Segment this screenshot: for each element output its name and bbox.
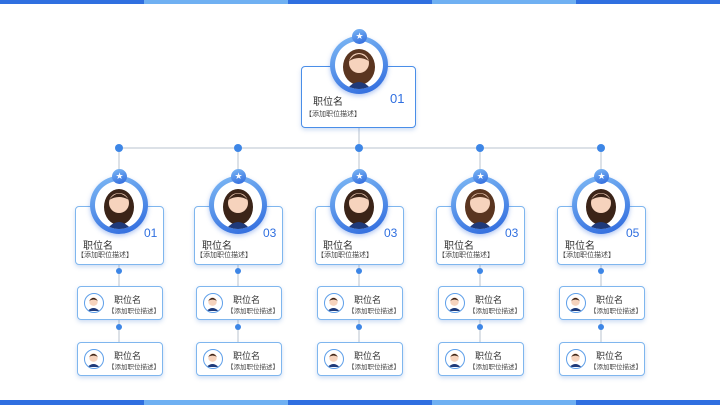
connector-dot	[116, 268, 122, 274]
staff-avatar-icon	[566, 349, 586, 369]
staff-desc: 【添加职位描述】	[348, 364, 400, 371]
manager-title: 职位名	[202, 241, 232, 252]
staff-card[interactable]: 职位名【添加职位描述】	[317, 286, 403, 320]
star-icon: ★	[594, 169, 609, 184]
connector-dot	[116, 324, 122, 330]
staff-card[interactable]: 职位名【添加职位描述】	[317, 342, 403, 376]
staff-desc: 【添加职位描述】	[590, 308, 642, 315]
staff-card[interactable]: 职位名【添加职位描述】	[438, 342, 524, 376]
staff-title: 职位名	[114, 295, 142, 305]
avatar-icon	[104, 189, 134, 229]
staff-avatar-icon	[324, 349, 344, 369]
staff-title: 职位名	[354, 295, 382, 305]
staff-desc: 【添加职位描述】	[590, 364, 642, 371]
manager-avatar	[451, 176, 509, 234]
manager-number: 01	[144, 226, 158, 240]
staff-title: 职位名	[354, 351, 382, 361]
star-icon: ★	[231, 169, 246, 184]
manager-title: 职位名	[83, 241, 113, 252]
staff-card[interactable]: 职位名【添加职位描述】	[196, 342, 282, 376]
staff-avatar-icon	[445, 293, 465, 313]
connector-dot	[356, 268, 362, 274]
avatar-icon	[223, 189, 253, 229]
staff-avatar-icon	[84, 293, 104, 313]
manager-avatar	[90, 176, 148, 234]
manager-desc: 【添加职位描述】	[559, 252, 615, 259]
manager-number: 03	[505, 226, 519, 240]
connector-dot	[476, 144, 484, 152]
manager-avatar	[209, 176, 267, 234]
top-accent-bar	[0, 0, 720, 4]
manager-title: 职位名	[444, 241, 474, 252]
manager-number: 03	[263, 226, 277, 240]
manager-desc: 【添加职位描述】	[196, 252, 252, 259]
staff-title: 职位名	[475, 351, 503, 361]
staff-desc: 【添加职位描述】	[469, 308, 521, 315]
manager-number: 05	[626, 226, 640, 240]
manager-title: 职位名	[565, 241, 595, 252]
staff-avatar-icon	[84, 349, 104, 369]
staff-avatar-icon	[324, 293, 344, 313]
staff-card[interactable]: 职位名【添加职位描述】	[559, 286, 645, 320]
connector-dot	[477, 324, 483, 330]
manager-avatar	[330, 176, 388, 234]
staff-desc: 【添加职位描述】	[348, 308, 400, 315]
connector-dot	[598, 324, 604, 330]
staff-card[interactable]: 职位名【添加职位描述】	[77, 286, 163, 320]
head-avatar	[330, 36, 388, 94]
head-title: 职位名	[313, 97, 343, 108]
star-icon: ★	[473, 169, 488, 184]
staff-avatar-icon	[566, 293, 586, 313]
staff-desc: 【添加职位描述】	[108, 308, 160, 315]
star-icon: ★	[352, 169, 367, 184]
manager-desc: 【添加职位描述】	[317, 252, 373, 259]
avatar-icon	[344, 189, 374, 229]
staff-title: 职位名	[114, 351, 142, 361]
staff-title: 职位名	[596, 351, 624, 361]
connector-dot	[597, 144, 605, 152]
avatar-icon	[343, 49, 375, 89]
manager-desc: 【添加职位描述】	[438, 252, 494, 259]
staff-desc: 【添加职位描述】	[227, 364, 279, 371]
connector-dot	[235, 324, 241, 330]
staff-title: 职位名	[475, 295, 503, 305]
staff-avatar-icon	[445, 349, 465, 369]
connector-dot	[234, 144, 242, 152]
head-star-icon: ★	[352, 29, 367, 44]
connector-dot	[598, 268, 604, 274]
connector-dot	[356, 324, 362, 330]
head-number: 01	[390, 91, 405, 106]
staff-title: 职位名	[233, 295, 261, 305]
star-icon: ★	[112, 169, 127, 184]
connector-dot	[355, 144, 363, 152]
bottom-accent-bar	[0, 400, 720, 405]
head-desc: 【添加职位描述】	[305, 111, 361, 118]
connector-dot	[115, 144, 123, 152]
staff-desc: 【添加职位描述】	[108, 364, 160, 371]
staff-card[interactable]: 职位名【添加职位描述】	[77, 342, 163, 376]
staff-avatar-icon	[203, 349, 223, 369]
avatar-icon	[586, 189, 616, 229]
staff-title: 职位名	[596, 295, 624, 305]
staff-card[interactable]: 职位名【添加职位描述】	[196, 286, 282, 320]
connector-dot	[235, 268, 241, 274]
staff-title: 职位名	[233, 351, 261, 361]
staff-card[interactable]: 职位名【添加职位描述】	[559, 342, 645, 376]
manager-desc: 【添加职位描述】	[77, 252, 133, 259]
connector-dot	[477, 268, 483, 274]
staff-desc: 【添加职位描述】	[469, 364, 521, 371]
manager-avatar	[572, 176, 630, 234]
avatar-icon	[465, 189, 495, 229]
staff-avatar-icon	[203, 293, 223, 313]
manager-title: 职位名	[323, 241, 353, 252]
manager-number: 03	[384, 226, 398, 240]
staff-desc: 【添加职位描述】	[227, 308, 279, 315]
staff-card[interactable]: 职位名【添加职位描述】	[438, 286, 524, 320]
